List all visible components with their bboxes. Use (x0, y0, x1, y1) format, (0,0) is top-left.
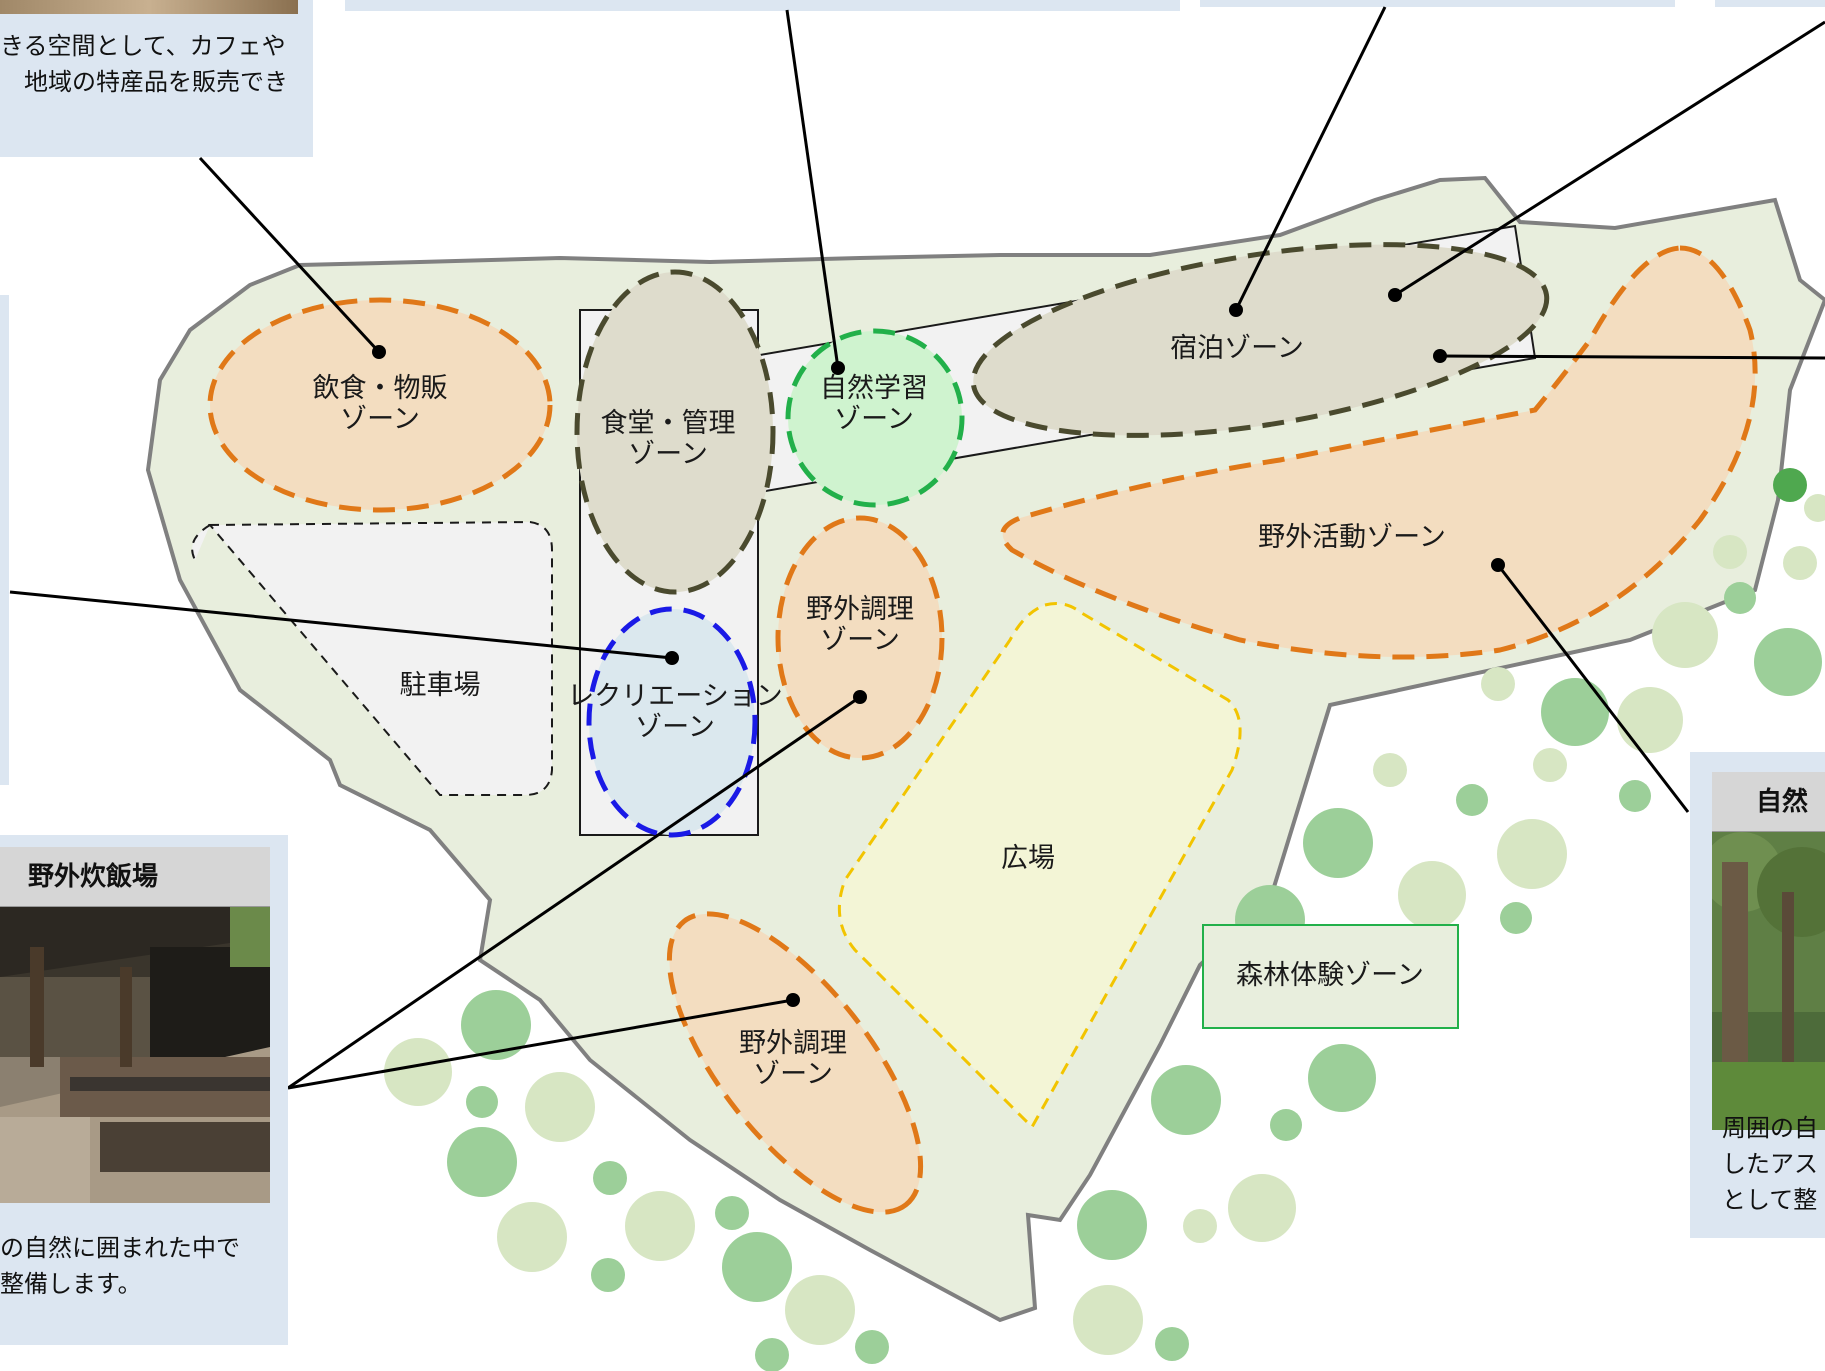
dining-admin-zone-outline (574, 269, 776, 595)
outdoor-cooking-card-title: 野外炊飯場 (0, 847, 270, 907)
parking-zone-outline (191, 520, 553, 796)
lodging-zone-outline (970, 242, 1550, 438)
tree-cluster (384, 468, 1825, 1371)
top-card-fragment-2 (1200, 0, 1675, 7)
plaza-zone-label: 広場 (1001, 843, 1055, 874)
forest-experience-zone-label: 森林体験ゾーン (1236, 960, 1424, 991)
plaza-zone-outline (837, 602, 1242, 1130)
food-sales-zone-label: 飲食・物販ゾーン (313, 373, 448, 435)
forest-experience-zone-box (1202, 924, 1459, 1029)
outdoor-cooking-zone-lower-label: 野外調理ゾーン (739, 1028, 847, 1090)
outdoor-cooking-description-card: 野外炊飯場 の自然に囲まれた中で 整備します。 (0, 835, 288, 1345)
outdoor-cooking-zone-lower-outline (666, 911, 924, 1215)
nature-photo (1712, 832, 1825, 1130)
nature-learning-zone-outline (785, 328, 965, 508)
nature-learning-zone-label: 自然学習ゾーン (820, 373, 928, 435)
outdoor-cooking-zone-upper-label: 野外調理ゾーン (806, 594, 914, 656)
food-sales-zone-outline (207, 297, 553, 513)
parking-zone-label: 駐車場 (400, 670, 481, 701)
outdoor-activity-zone-label: 野外活動ゾーン (1258, 522, 1446, 553)
outdoor-activity-zone-outline (1000, 245, 1758, 660)
dining-admin-zone-label: 食堂・管理ゾーン (601, 408, 736, 470)
recreation-zone-outline (586, 606, 758, 838)
nature-description-text: 周囲の自 したアス として整 (1722, 1114, 1818, 1214)
leader-lines (9, 6, 1825, 1090)
outdoor-cooking-description-text: の自然に囲まれた中で 整備します。 (0, 1234, 240, 1298)
lodging-zone-label: 宿泊ゾーン (1170, 333, 1304, 364)
outdoor-cooking-zone-upper-outline (775, 515, 945, 761)
left-card-fragment (0, 295, 9, 785)
leader-dots (372, 288, 1505, 1007)
top-card-fragment-3 (1715, 0, 1825, 7)
nature-description-card: 自然 周囲の自 したアス として整 (1690, 752, 1825, 1238)
outdoor-cooking-photo (0, 907, 270, 1203)
recreation-zone-label: レクリエーションゾーン (567, 681, 782, 743)
food-sales-description-text: きる空間として、カフェや 地域の特産品を販売でき (0, 32, 288, 96)
food-sales-photo-fragment (0, 0, 298, 14)
top-card-fragment-1 (345, 0, 1180, 11)
nature-card-title: 自然 (1712, 772, 1825, 832)
food-sales-description-card: きる空間として、カフェや 地域の特産品を販売でき (0, 0, 313, 157)
